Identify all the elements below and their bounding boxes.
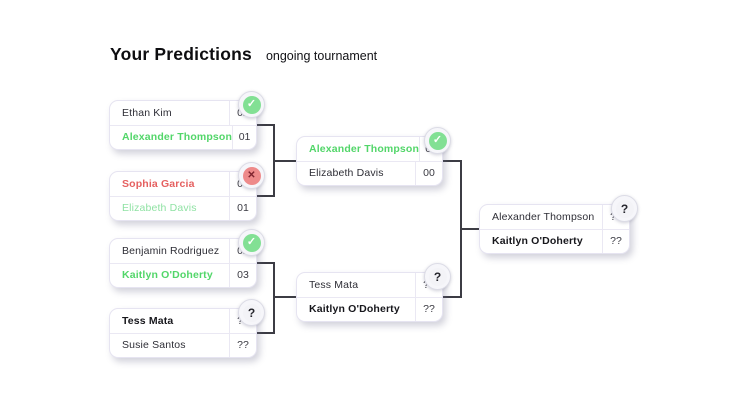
match-card[interactable]: Alexander Thompson ?? Kaitlyn O'Doherty … [479, 195, 638, 254]
question-icon: ? [433, 269, 442, 284]
connector-line [460, 228, 479, 230]
player-row: Alexander Thompson 01 [110, 124, 256, 149]
player-row: Alexander Thompson ?? [480, 205, 629, 229]
connector-line [257, 195, 275, 197]
prediction-pending-badge: ? [238, 299, 265, 326]
connector-line [257, 262, 275, 264]
player-row: Kaitlyn O'Doherty 03 [110, 262, 256, 287]
player-name: Susie Santos [122, 339, 186, 352]
player-row: Tess Mata ?? [110, 309, 256, 333]
connector-line [443, 296, 462, 298]
prediction-pending-badge: ? [611, 195, 638, 222]
player-row: Kaitlyn O'Doherty ?? [297, 296, 442, 321]
check-icon: ✓ [432, 134, 443, 146]
prediction-incorrect-badge: ✕ [238, 162, 265, 189]
question-icon: ? [620, 201, 629, 216]
player-row: Susie Santos ?? [110, 332, 256, 357]
prediction-correct-badge: ✓ [238, 229, 265, 256]
player-name: Elizabeth Davis [309, 167, 384, 180]
question-icon: ? [247, 305, 256, 320]
check-icon: ✓ [246, 236, 257, 248]
player-name: Tess Mata [309, 278, 359, 291]
page-title: Your Predictions [110, 44, 252, 64]
header: Your Predictions ongoing tournament [110, 44, 377, 65]
connector-line [257, 332, 275, 334]
player-row: Elizabeth Davis 01 [110, 195, 256, 220]
player-score: 03 [229, 263, 256, 287]
connector-line [257, 124, 275, 126]
player-name: Elizabeth Davis [122, 202, 197, 215]
player-row: Ethan Kim 02 [110, 101, 256, 125]
player-row: Benjamin Rodriguez 02 [110, 239, 256, 263]
player-row: Kaitlyn O'Doherty ?? [480, 228, 629, 253]
player-name: Alexander Thompson [492, 210, 595, 223]
match-card[interactable]: Benjamin Rodriguez 02 Kaitlyn O'Doherty … [109, 229, 265, 288]
player-score: ?? [229, 333, 256, 357]
match-card[interactable]: Tess Mata ?? Susie Santos ?? ? [109, 299, 265, 358]
prediction-correct-badge: ✓ [424, 127, 451, 154]
check-icon: ✓ [246, 98, 257, 110]
player-score: 01 [229, 196, 256, 220]
player-row: Alexander Thompson 02 [297, 137, 442, 161]
player-score: 00 [415, 161, 442, 185]
tournament-status-label: ongoing tournament [265, 49, 378, 63]
player-name: Kaitlyn O'Doherty [492, 235, 583, 248]
prediction-correct-badge: ✓ [238, 91, 265, 118]
player-score: 01 [232, 125, 256, 149]
player-score: ?? [602, 229, 629, 253]
player-row: Tess Mata ?? [297, 273, 442, 297]
connector-line [273, 296, 296, 298]
player-score: ?? [415, 297, 442, 321]
player-name: Alexander Thompson [122, 131, 233, 144]
match-card[interactable]: Tess Mata ?? Kaitlyn O'Doherty ?? ? [296, 263, 451, 322]
match-card[interactable]: Sophia Garcia 00 Elizabeth Davis 01 ✕ [109, 162, 265, 221]
player-name: Alexander Thompson [309, 142, 420, 155]
connector-line [443, 160, 462, 162]
player-name: Tess Mata [122, 314, 174, 327]
player-name: Kaitlyn O'Doherty [309, 303, 400, 316]
prediction-pending-badge: ? [424, 263, 451, 290]
player-row: Elizabeth Davis 00 [297, 160, 442, 185]
player-row: Sophia Garcia 00 [110, 172, 256, 196]
x-icon: ✕ [247, 169, 256, 181]
player-name: Sophia Garcia [122, 177, 195, 190]
player-name: Benjamin Rodriguez [122, 244, 220, 257]
connector-line [273, 160, 296, 162]
player-name: Ethan Kim [122, 106, 172, 119]
match-card[interactable]: Ethan Kim 02 Alexander Thompson 01 ✓ [109, 91, 265, 150]
connector-line [273, 262, 275, 334]
match-card[interactable]: Alexander Thompson 02 Elizabeth Davis 00… [296, 127, 451, 186]
player-name: Kaitlyn O'Doherty [122, 269, 213, 282]
